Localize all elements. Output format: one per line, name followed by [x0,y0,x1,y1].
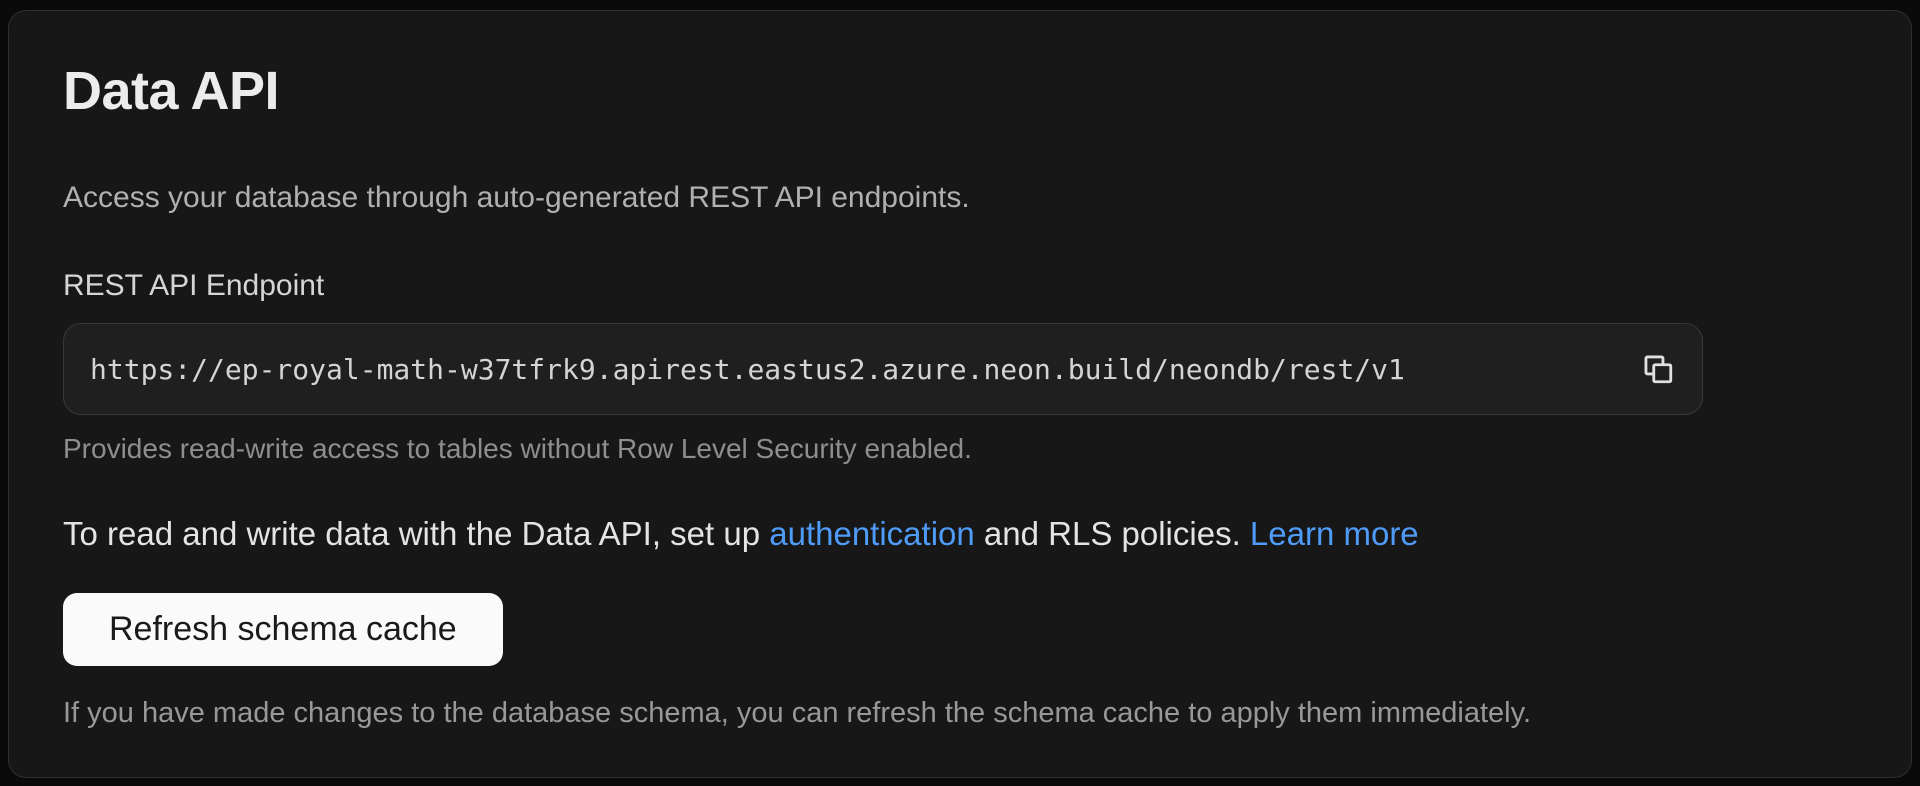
rls-note: To read and write data with the Data API… [63,513,1857,555]
rls-note-text-before: To read and write data with the Data API… [63,515,770,552]
data-api-card: Data API Access your database through au… [8,10,1912,778]
endpoint-helper: Provides read-write access to tables wit… [63,433,972,464]
authentication-link[interactable]: authentication [769,515,975,552]
page-title: Data API [63,61,280,121]
learn-more-link[interactable]: Learn more [1249,515,1419,552]
page-subtitle: Access your database through auto-genera… [63,181,970,214]
copy-button[interactable] [1630,341,1686,397]
endpoint-url[interactable]: https://ep-royal-math-w37tfrk9.apirest.e… [90,352,1405,386]
endpoint-field[interactable]: https://ep-royal-math-w37tfrk9.apirest.e… [63,323,1703,415]
refresh-schema-cache-button[interactable]: Refresh schema cache [63,593,503,666]
rls-note-text-middle: and RLS policies. [974,515,1250,552]
endpoint-label: REST API Endpoint [63,269,325,302]
refresh-helper: If you have made changes to the database… [63,697,1532,729]
copy-icon [1641,352,1675,386]
